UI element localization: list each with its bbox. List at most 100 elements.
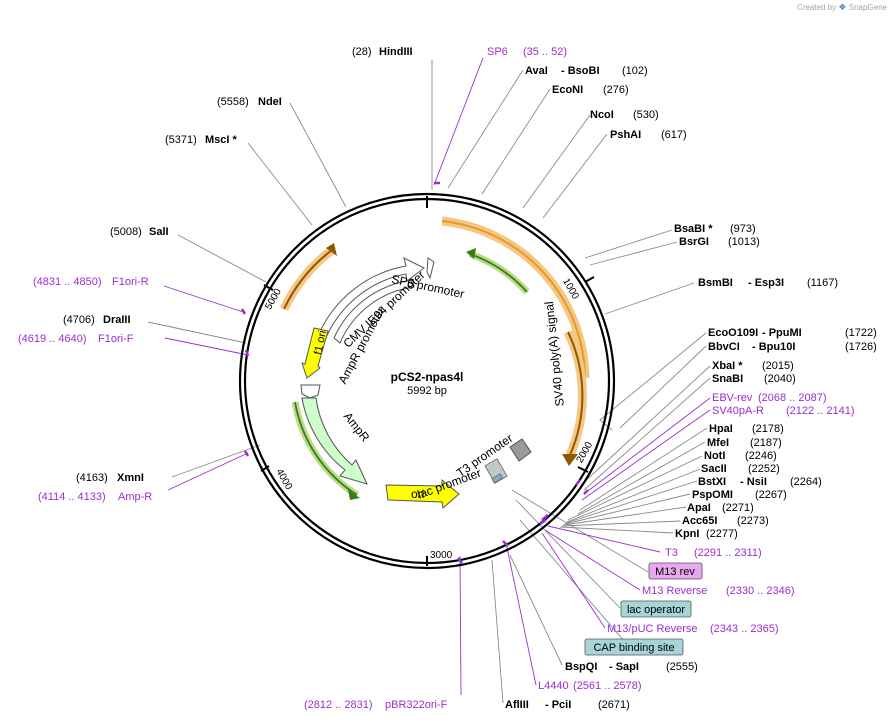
site-label-noti-part-1: (2246): [745, 450, 777, 462]
site-label-ecoo109i: EcoO109I- PpuMI(1722): [708, 327, 877, 339]
mark-f1r: [240, 308, 247, 315]
site-label-hpai: HpaI(2178): [709, 423, 784, 435]
backbone-outer: [238, 192, 616, 570]
site-label-bsmbi-part-1: - Esp3I: [748, 277, 784, 289]
line-m13rev: [544, 529, 641, 591]
site-label-hindiii: (28)HindIII: [352, 46, 413, 58]
line-noti: [567, 455, 703, 521]
site-label-snabi-part-1: (2040): [764, 373, 796, 385]
site-label-kpni-part-0: KpnI: [675, 528, 699, 540]
site-label-t3-part-1: (2291 .. 2311): [694, 547, 762, 559]
sv40-box: [509, 438, 532, 462]
mark-ebv: [575, 479, 581, 486]
site-label-t3-part-0: T3: [665, 547, 678, 559]
site-label-f1orir-part-1: F1ori-R: [112, 276, 149, 288]
tick-label-4000: 4000: [273, 467, 294, 492]
site-label-apai-part-1: (2271): [722, 502, 754, 514]
site-label-bstxi-part-0: BstXI: [698, 476, 726, 488]
site-label-pshai: PshAI(617): [610, 129, 687, 141]
site-label-avai-part-1: - BsoBI: [561, 65, 600, 77]
cap-binding-box: CAP binding site: [584, 638, 684, 656]
sp6-promoter-shape: [426, 257, 435, 280]
line-msci: [247, 142, 313, 226]
connector-lines: [147, 60, 711, 704]
cmv-promoter-arrow: [317, 257, 425, 341]
orange-arc-right-core: [567, 331, 584, 456]
site-label-ebvrev-part-0: EBV-rev: [712, 392, 753, 404]
site-label-acc65i-part-0: Acc65I: [682, 515, 717, 527]
site-label-bsabi: BsaBI *(973): [674, 223, 756, 235]
lac-cluster-cap: [491, 473, 504, 484]
site-label-ecoo109i-part-0: EcoO109I: [708, 327, 758, 339]
line-econi: [481, 88, 551, 195]
line-kpni: [559, 526, 674, 534]
site-label-sv40pa-part-0: SV40pA-R: [712, 405, 764, 417]
site-label-bsrgi-part-0: BsrGI: [679, 236, 709, 248]
green-arc-top: [468, 250, 530, 295]
site-label-m13rev: M13 Reverse(2330 .. 2346): [642, 585, 795, 597]
green-arc-top-core: [469, 253, 528, 293]
watermark-created-by: Created by: [797, 3, 837, 12]
site-label-apai: ApaI(2271): [687, 502, 754, 514]
line-ecoo109i: [599, 332, 707, 431]
site-label-sacii-part-0: SacII: [701, 463, 727, 475]
plasmid-name: pCS2-npas4l: [391, 370, 464, 384]
site-label-draiii-part-1: DraIII: [103, 314, 131, 326]
line-bbvci: [619, 345, 707, 429]
line-pbr322: [459, 555, 462, 696]
line-bsrgi: [589, 241, 678, 266]
line-acc65i: [561, 520, 681, 527]
site-label-ampr: (4114 .. 4133)Amp-R: [38, 491, 152, 503]
line-ebvrev: [583, 397, 711, 495]
label-ampr: AmpR: [341, 409, 373, 444]
site-label-xmni-part-1: XmnI: [117, 472, 144, 484]
site-label-bsmbi-part-0: BsmBI: [698, 277, 733, 289]
site-label-ndei-part-0: (5558): [217, 96, 249, 108]
line-sp6: [433, 57, 484, 186]
site-label-sp6-part-1: (35 .. 52): [523, 46, 567, 58]
line-sv40pa: [581, 409, 711, 501]
site-label-bsmbi: BsmBI- Esp3I(1167): [698, 277, 838, 289]
site-label-acc65i: Acc65I(2273): [682, 515, 769, 527]
site-label-pshai-part-1: (617): [661, 129, 687, 141]
primer-lines: [163, 57, 711, 696]
site-label-pbr322-part-1: pBR322ori-F: [385, 699, 448, 711]
orange-arc-left-core: [283, 249, 333, 310]
line-f1orir: [163, 285, 244, 313]
ampr-promoter-arrow: [333, 279, 415, 344]
site-label-bbvci-part-1: - Bpu10I: [752, 341, 795, 353]
tick-4000: [260, 465, 270, 472]
site-label-bstxi-part-2: (2264): [790, 476, 822, 488]
line-l4440: [505, 542, 537, 686]
line-bsmbi: [604, 282, 695, 315]
watermark-brand: SnapGene: [848, 3, 887, 12]
tick-label-5000: 5000: [263, 287, 284, 312]
tick-2000: [577, 466, 589, 473]
lac-operator-box-bg: [620, 600, 692, 618]
tick-5000: [263, 284, 274, 291]
site-label-m13puc-part-0: M13/pUC Reverse: [607, 623, 697, 635]
line-sacii: [566, 468, 701, 523]
site-label-bbvci: BbvCI- Bpu10I(1726): [708, 341, 877, 353]
site-label-m13puc: M13/pUC Reverse(2343 .. 2365): [607, 623, 779, 635]
site-label-snabi: SnaBI(2040): [712, 373, 796, 385]
site-label-ndei-part-1: NdeI: [258, 96, 282, 108]
site-label-bspqi: BspQI- SapI(2555): [565, 661, 698, 673]
m13-rev-box-label: M13 rev: [655, 566, 695, 578]
line-m13box: [511, 489, 649, 573]
site-label-l4440-part-0: L4440: [538, 680, 569, 692]
mark-pbr: [457, 557, 463, 564]
cap-binding-box-bg: [584, 638, 684, 656]
tick-1000: [584, 276, 595, 283]
site-label-hpai-part-1: (2178): [752, 423, 784, 435]
site-label-xbai-part-0: XbaI *: [712, 360, 743, 372]
site-label-xbai: XbaI *(2015): [712, 360, 794, 372]
line-cap: [519, 519, 626, 643]
line-m13puc: [541, 532, 606, 629]
m13-rev-box: M13 rev: [648, 562, 703, 580]
tick-label-3000: 3000: [430, 550, 453, 561]
site-label-afliii: AflIII- PciI(2671): [505, 699, 630, 711]
site-label-avai-part-2: (102): [622, 65, 648, 77]
line-lacop: [515, 499, 621, 609]
site-label-bspqi-part-1: - SapI: [609, 661, 639, 673]
